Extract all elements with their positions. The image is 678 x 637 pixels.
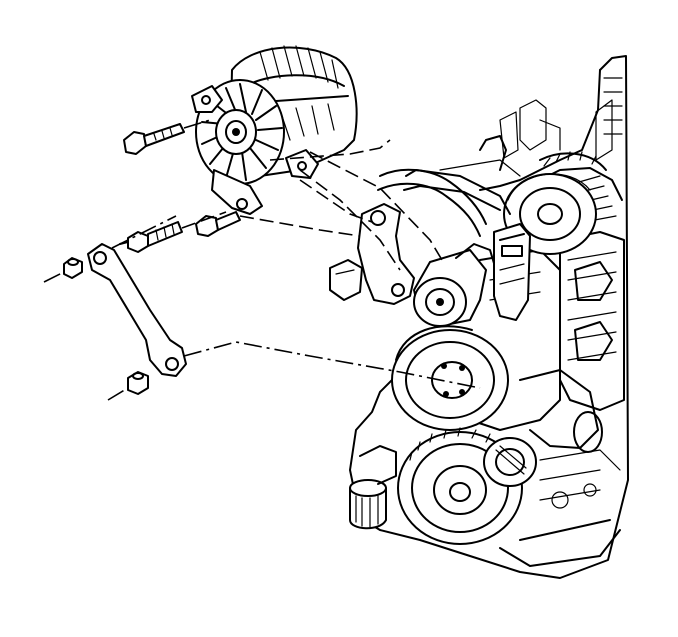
- assembly-lines: [43, 119, 481, 401]
- brace-nut-upper: [63, 257, 83, 279]
- upper-mounting-bolt: [123, 123, 185, 155]
- power-steering-pulley: [483, 437, 537, 487]
- stud: [119, 221, 183, 253]
- water-pump-pulley: [391, 325, 509, 431]
- brace-nut-lower: [127, 371, 149, 395]
- power-steering-reservoir: [493, 223, 531, 321]
- generator: [191, 45, 358, 215]
- belt-tensioner: [413, 243, 497, 327]
- oil-filter: [349, 445, 397, 530]
- coolant-hose: [377, 168, 487, 237]
- engine-block: [349, 55, 629, 579]
- generator-mounting-bracket: [329, 169, 511, 305]
- generator-pulley: [201, 83, 283, 181]
- brace: [87, 243, 187, 377]
- rear-bolt: [195, 211, 241, 237]
